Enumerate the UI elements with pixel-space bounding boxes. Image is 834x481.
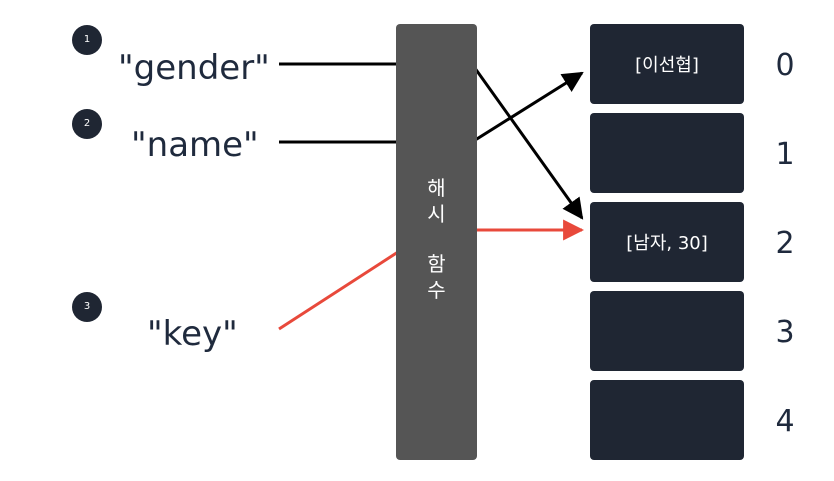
bucket-index-0: 0 xyxy=(775,48,795,83)
bucket-0-value: [이선협] xyxy=(635,55,699,76)
bucket-index-1: 1 xyxy=(775,137,795,172)
step-badge-2: 2 xyxy=(72,109,102,139)
bucket-0: [이선협] xyxy=(590,24,744,104)
hash-function-bar: 해 시 함 수 xyxy=(396,24,477,460)
bucket-4 xyxy=(590,380,744,460)
hash-function-char-1: 해 xyxy=(427,176,446,200)
bucket-2: [남자, 30] xyxy=(590,202,744,282)
key-label-name: "name" xyxy=(131,125,259,165)
bucket-index-4: 4 xyxy=(775,404,795,439)
bucket-index-2: 2 xyxy=(775,226,795,261)
bucket-2-value: [남자, 30] xyxy=(626,233,708,254)
key-label-gender: "gender" xyxy=(118,48,270,88)
bucket-3 xyxy=(590,291,744,371)
hash-function-char-3: 함 xyxy=(427,252,446,276)
hash-function-char-2: 시 xyxy=(427,202,446,226)
bucket-index-3: 3 xyxy=(775,315,795,350)
bucket-1 xyxy=(590,113,744,193)
step-badge-1: 1 xyxy=(72,25,102,55)
step-badge-3: 3 xyxy=(72,292,102,322)
key-label-key: "key" xyxy=(147,314,238,354)
hash-function-char-4: 수 xyxy=(427,278,446,302)
